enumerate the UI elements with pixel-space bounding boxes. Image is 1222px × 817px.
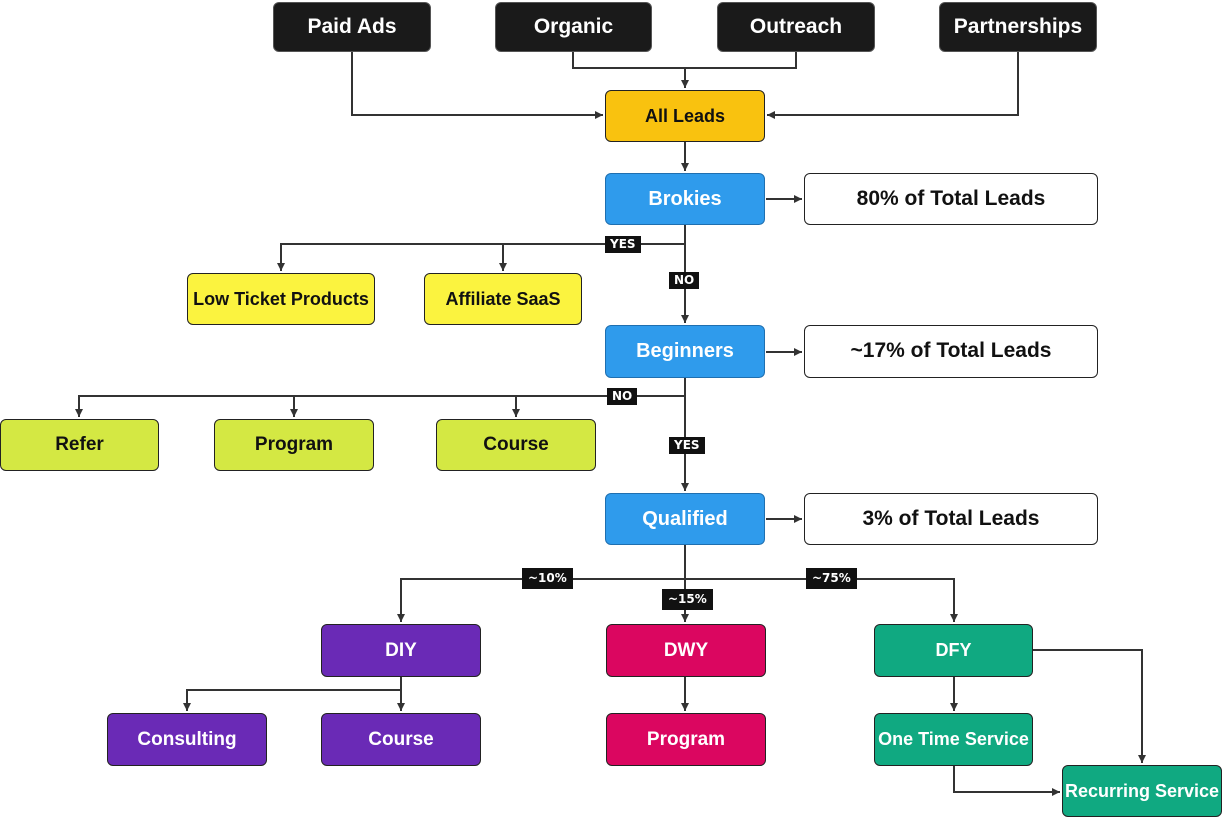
option-program: Program	[214, 419, 374, 471]
dwy-node: DWY	[606, 624, 766, 677]
beginners-no-tag: NO	[607, 388, 638, 405]
dfy-recurring-service: Recurring Service	[1062, 765, 1222, 817]
brokies-no-tag: NO	[669, 272, 700, 289]
brokies-yes-tag: YES	[605, 236, 641, 253]
all-leads-node: All Leads	[605, 90, 765, 142]
option-affiliate-saas: Affiliate SaaS	[424, 273, 582, 325]
diy-course: Course	[321, 713, 481, 766]
beginners-yes-tag: YES	[669, 437, 705, 454]
source-paid-ads: Paid Ads	[273, 2, 431, 52]
qualified-stat: 3% of Total Leads	[804, 493, 1098, 545]
dfy-node: DFY	[874, 624, 1033, 677]
source-outreach: Outreach	[717, 2, 875, 52]
source-partnerships: Partnerships	[939, 2, 1097, 52]
dwy-program: Program	[606, 713, 766, 766]
split-tag-diy: ~10%	[522, 568, 573, 589]
beginners-node: Beginners	[605, 325, 765, 378]
dfy-one-time-service: One Time Service	[874, 713, 1033, 766]
brokies-stat: 80% of Total Leads	[804, 173, 1098, 225]
option-refer: Refer	[0, 419, 159, 471]
brokies-node: Brokies	[605, 173, 765, 225]
split-tag-dwy: ~15%	[662, 589, 713, 610]
source-organic: Organic	[495, 2, 652, 52]
diy-node: DIY	[321, 624, 481, 677]
option-course: Course	[436, 419, 596, 471]
qualified-node: Qualified	[605, 493, 765, 545]
beginners-stat: ~17% of Total Leads	[804, 325, 1098, 378]
option-low-ticket-products: Low Ticket Products	[187, 273, 375, 325]
split-tag-dfy: ~75%	[806, 568, 857, 589]
diy-consulting: Consulting	[107, 713, 267, 766]
